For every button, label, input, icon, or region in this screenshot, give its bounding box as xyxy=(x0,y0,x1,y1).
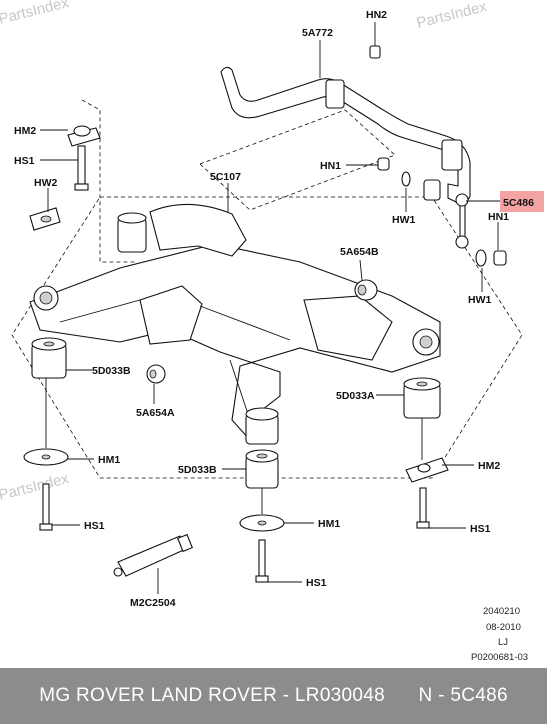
meta-code-3: LJ xyxy=(498,637,508,648)
stabilizer-bar xyxy=(220,66,471,204)
meta-code-1: 2040210 xyxy=(483,606,520,617)
label-hs1-top[interactable]: HS1 xyxy=(14,155,35,167)
label-m2c2504[interactable]: M2C2504 xyxy=(130,597,176,609)
bolt-hs1-top xyxy=(74,145,89,191)
washer-hw1-top xyxy=(401,171,411,187)
drop-link-5c486 xyxy=(455,193,469,249)
label-hm2-left[interactable]: HM2 xyxy=(14,125,36,137)
mount-hm2-right xyxy=(405,457,449,483)
bolt-hs1-left xyxy=(39,483,53,531)
label-hm1-left[interactable]: HM1 xyxy=(98,454,120,466)
label-hn1-right[interactable]: HN1 xyxy=(488,211,509,223)
label-hw2[interactable]: HW2 xyxy=(34,177,57,189)
bolt-hs1-center xyxy=(255,539,269,583)
plate-hm1-left xyxy=(23,448,69,466)
leader-lines xyxy=(40,40,500,594)
nut-hn2 xyxy=(369,22,381,59)
body-mount-center-upper xyxy=(245,407,279,445)
body-mount-5d033b-center xyxy=(245,449,279,489)
washer-hw1-right xyxy=(475,249,487,267)
grease-tube-m2c2504 xyxy=(113,533,193,577)
label-hm1-center[interactable]: HM1 xyxy=(318,518,340,530)
watermark: PartsIndex xyxy=(0,470,71,504)
label-hw1-right[interactable]: HW1 xyxy=(468,294,491,306)
label-5c486[interactable]: 5C486 xyxy=(503,197,534,209)
nut-hn1-top xyxy=(377,157,390,171)
meta-code-2: 08-2010 xyxy=(486,622,521,633)
label-hn1-top[interactable]: HN1 xyxy=(320,160,341,172)
label-5a654b[interactable]: 5A654B xyxy=(340,246,379,258)
watermark: PartsIndex xyxy=(415,0,489,32)
label-hs1-left[interactable]: HS1 xyxy=(84,520,105,532)
label-hm2-right[interactable]: HM2 xyxy=(478,460,500,472)
bushing-5a654b xyxy=(354,279,378,301)
nut-hn1-right xyxy=(493,250,507,266)
label-5d033b-center[interactable]: 5D033B xyxy=(178,464,217,476)
label-5a654a[interactable]: 5A654A xyxy=(136,407,175,419)
meta-code-4: P0200681-03 xyxy=(471,652,528,663)
body-mount-top-left xyxy=(117,212,147,253)
mount-outline xyxy=(81,99,135,263)
footer-gap xyxy=(385,685,418,707)
bolt-hs1-right xyxy=(416,487,430,529)
watermark: PartsIndex xyxy=(0,0,71,28)
parts-diagram: PartsIndex PartsIndex PartsIndex xyxy=(0,0,544,663)
label-hs1-center[interactable]: HS1 xyxy=(306,577,327,589)
mount-hm2-left xyxy=(67,125,101,147)
washer-hw2 xyxy=(29,207,61,231)
label-5c107[interactable]: 5C107 xyxy=(210,171,241,183)
body-mount-5d033a xyxy=(403,377,441,419)
label-5d033a[interactable]: 5D033A xyxy=(336,390,375,402)
highlight-box xyxy=(500,191,544,212)
footer-bar: MG ROVER LAND ROVER - LR030048 N - 5C486 xyxy=(0,668,547,724)
label-5d033b-left[interactable]: 5D033B xyxy=(92,365,131,377)
body-mount-5d033b-left xyxy=(31,337,67,379)
plate-hm1-center xyxy=(239,514,285,532)
label-hn2[interactable]: HN2 xyxy=(366,9,387,21)
bushing-5a654a xyxy=(146,364,166,384)
footer-diagram-ref: N - 5C486 xyxy=(418,685,508,706)
footer-brand-part: MG ROVER LAND ROVER - LR030048 xyxy=(39,685,386,706)
label-hw1-top[interactable]: HW1 xyxy=(392,214,415,226)
label-5a772[interactable]: 5A772 xyxy=(302,27,333,39)
crossmember-5c107 xyxy=(29,203,441,442)
label-hs1-right[interactable]: HS1 xyxy=(470,523,491,535)
stabilizer-outline xyxy=(199,109,396,211)
